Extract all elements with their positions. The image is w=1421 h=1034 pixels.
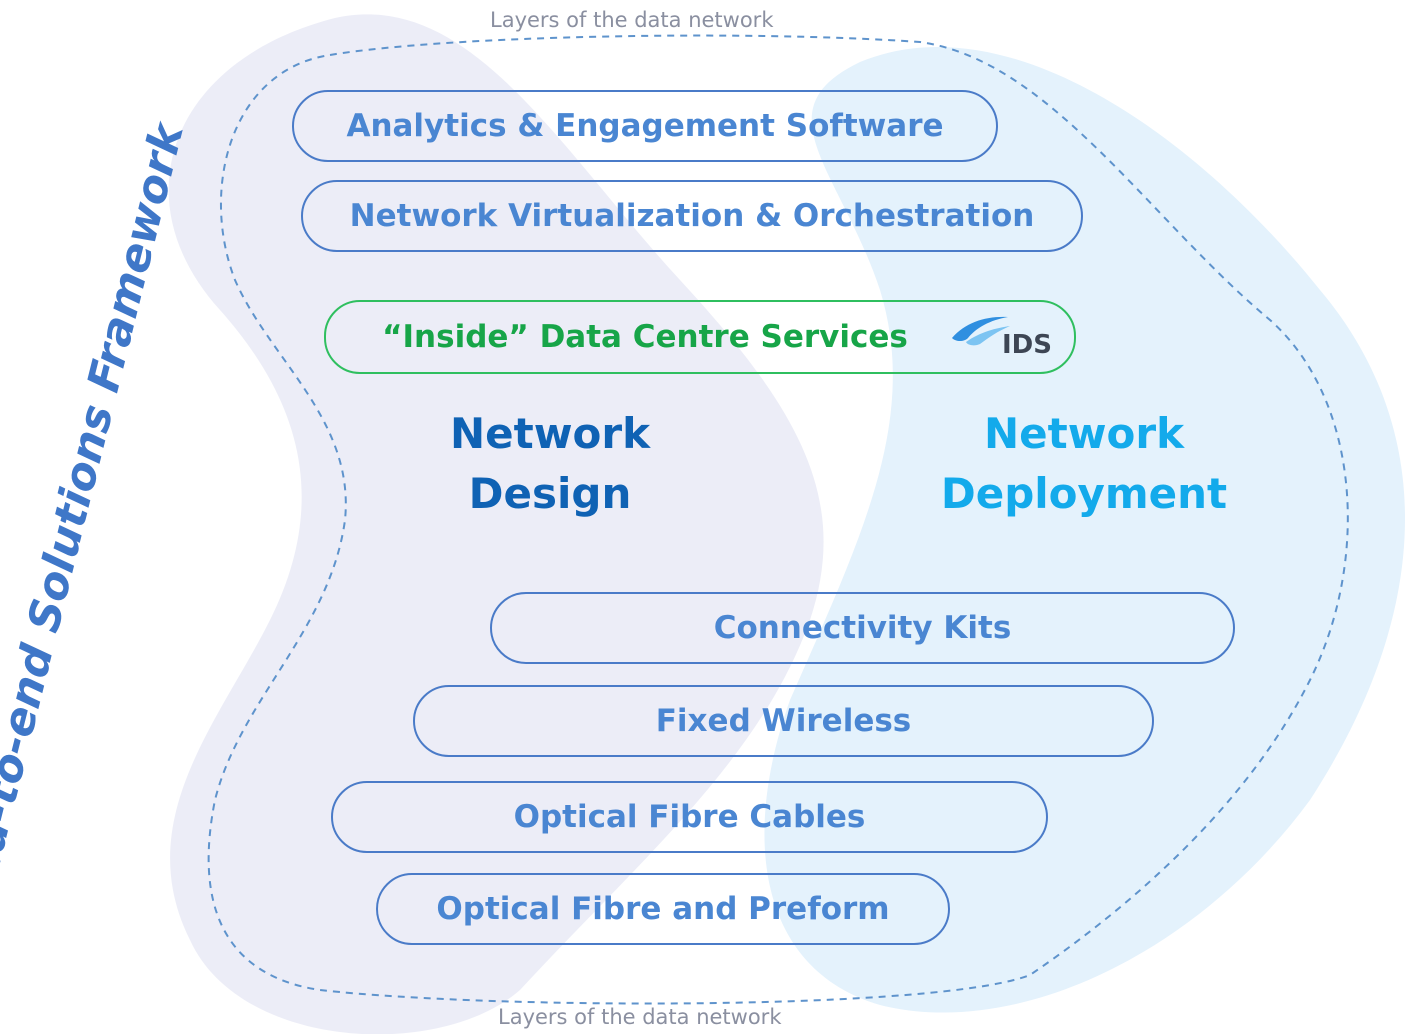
- design-region-shape: [168, 14, 824, 1034]
- layer-label: Connectivity Kits: [713, 610, 1012, 646]
- layer-label: Optical Fibre Cables: [513, 799, 866, 835]
- layer-optical-fibre-cables: Optical Fibre Cables: [331, 781, 1048, 853]
- deployment-region-shape: [764, 46, 1405, 1013]
- layer-optical-fibre-preform: Optical Fibre and Preform: [376, 873, 950, 945]
- layer-label: Fixed Wireless: [655, 703, 912, 739]
- layer-fixed-wireless: Fixed Wireless: [413, 685, 1154, 757]
- deployment-label-line-2: Deployment: [940, 469, 1228, 518]
- layer-analytics-engagement: Analytics & Engagement Software: [292, 90, 998, 162]
- ids-logo: IDS: [946, 308, 1066, 366]
- network-design-label: Network Design: [400, 404, 700, 524]
- design-label-line-1: Network: [449, 409, 650, 458]
- layer-label: Analytics & Engagement Software: [346, 108, 944, 144]
- layer-connectivity-kits: Connectivity Kits: [490, 592, 1235, 664]
- deployment-label-line-1: Network: [983, 409, 1184, 458]
- layer-network-virtualization: Network Virtualization & Orchestration: [301, 180, 1083, 252]
- ids-logo-text: IDS: [1002, 330, 1052, 360]
- layer-label: Network Virtualization & Orchestration: [349, 198, 1035, 234]
- layers-caption-top: Layers of the data network: [490, 8, 774, 32]
- network-deployment-label: Network Deployment: [924, 404, 1244, 524]
- layer-label: “Inside” Data Centre Services: [382, 319, 908, 355]
- layers-dashed-outline: [207, 34, 1349, 1005]
- design-label-line-2: Design: [468, 469, 632, 518]
- layers-caption-bottom: Layers of the data network: [498, 1005, 782, 1029]
- ids-logo-swoosh-icon: [952, 316, 1010, 346]
- layer-inside-data-centre: “Inside” Data Centre Services: [324, 300, 1076, 374]
- layer-label: Optical Fibre and Preform: [436, 891, 890, 927]
